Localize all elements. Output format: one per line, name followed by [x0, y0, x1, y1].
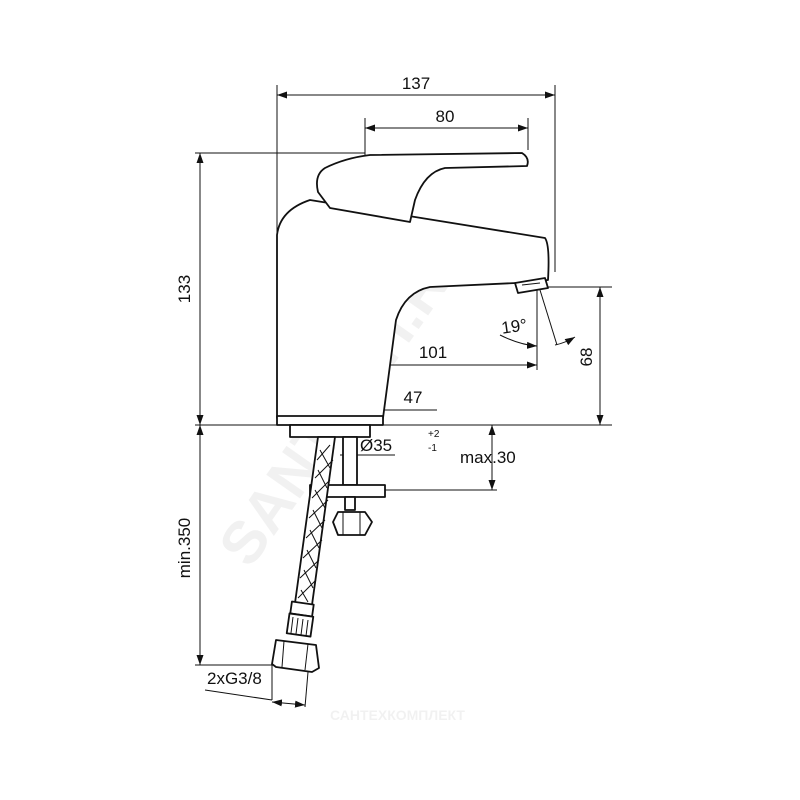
- dim-base-offset: 47: [404, 388, 423, 407]
- faucet-body: [276, 152, 550, 426]
- dim-spout-reach: 101: [419, 343, 447, 362]
- mounting-hardware: [289, 424, 386, 536]
- dim-spout-angle: 19°: [500, 315, 528, 337]
- watermark-bottom: САНТЕХКОМПЛЕКТ: [330, 707, 465, 723]
- dim-overall-height: 133: [175, 275, 194, 303]
- dim-min-hose-length: min.350: [175, 518, 194, 578]
- dim-spout-height: 68: [577, 348, 596, 367]
- dim-lever-length: 80: [436, 107, 455, 126]
- dim-hole-diameter: Ø35: [360, 436, 392, 455]
- dim-connection: 2xG3/8: [207, 669, 262, 688]
- dim-max-deck-thickness: max.30: [460, 448, 516, 467]
- dim-overall-width: 137: [402, 74, 430, 93]
- dim-hole-tol-plus: +2: [428, 429, 440, 440]
- dim-hole-tol-minus: -1: [428, 443, 437, 454]
- flexible-hose: [271, 436, 336, 673]
